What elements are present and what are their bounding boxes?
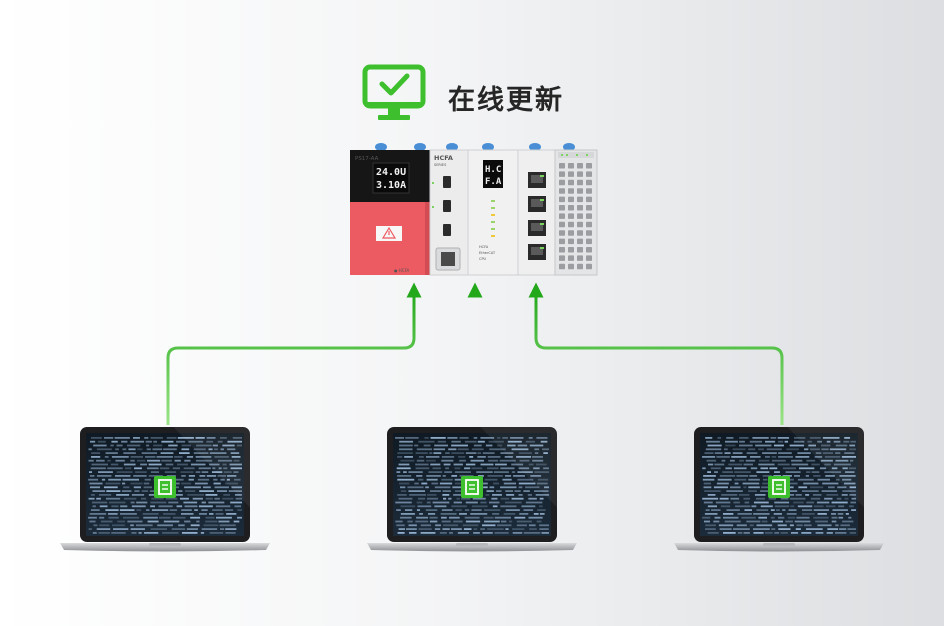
update-file-icon (461, 476, 483, 498)
usb-port-icon (443, 176, 451, 188)
usb-port-icon (443, 224, 451, 236)
laptop-right (674, 427, 884, 552)
io-module (517, 149, 556, 276)
ethernet-port-icon (528, 220, 546, 236)
laptop-base (367, 543, 577, 552)
ethernet-port-icon (528, 196, 546, 212)
current-readout: 3.10A (376, 180, 406, 191)
svg-text:HCFA: HCFA (479, 245, 489, 249)
power-module: PS17-AA 24.0U 3.10A ● HCFA (350, 150, 430, 275)
plc-assembly: PS17-AA 24.0U 3.10A ● HCFA HCFA SERIES (350, 143, 598, 276)
laptop-base (60, 543, 270, 552)
laptop-base (674, 543, 884, 552)
svg-text:CPU: CPU (479, 257, 487, 261)
connection-line-right (528, 282, 784, 425)
page-title: 在线更新 (448, 85, 564, 116)
status-leds (491, 200, 495, 237)
cpu-display-line2: F.A. (485, 177, 507, 187)
ethernet-port-icon (528, 172, 546, 188)
module-screws (375, 143, 575, 151)
laptop-center (367, 427, 577, 552)
connection-line-left (166, 282, 422, 425)
usb-port-icon (443, 200, 451, 212)
update-file-icon (768, 476, 790, 498)
power-model-label: PS17-AA (355, 156, 379, 162)
cpu-display-line1: H.C. (485, 165, 507, 175)
update-file-icon (154, 476, 176, 498)
svg-text:● HCFA: ● HCFA (394, 268, 409, 273)
svg-text:EtherCAT: EtherCAT (479, 251, 496, 255)
laptop-left (60, 427, 270, 552)
cpu-module: H.C. F.A. HCFA EtherCAT CPU (467, 149, 519, 276)
voltage-readout: 24.0U (376, 167, 406, 178)
warning-triangle-icon (376, 226, 402, 241)
monitor-check-icon (362, 64, 426, 120)
svg-text:SERIES: SERIES (434, 163, 447, 167)
connection-lines (166, 282, 784, 425)
ethernet-port-icon (528, 244, 546, 260)
brand-label: HCFA (434, 154, 453, 162)
terminal-module (554, 149, 598, 276)
cpu-side-module: HCFA SERIES (429, 149, 469, 276)
